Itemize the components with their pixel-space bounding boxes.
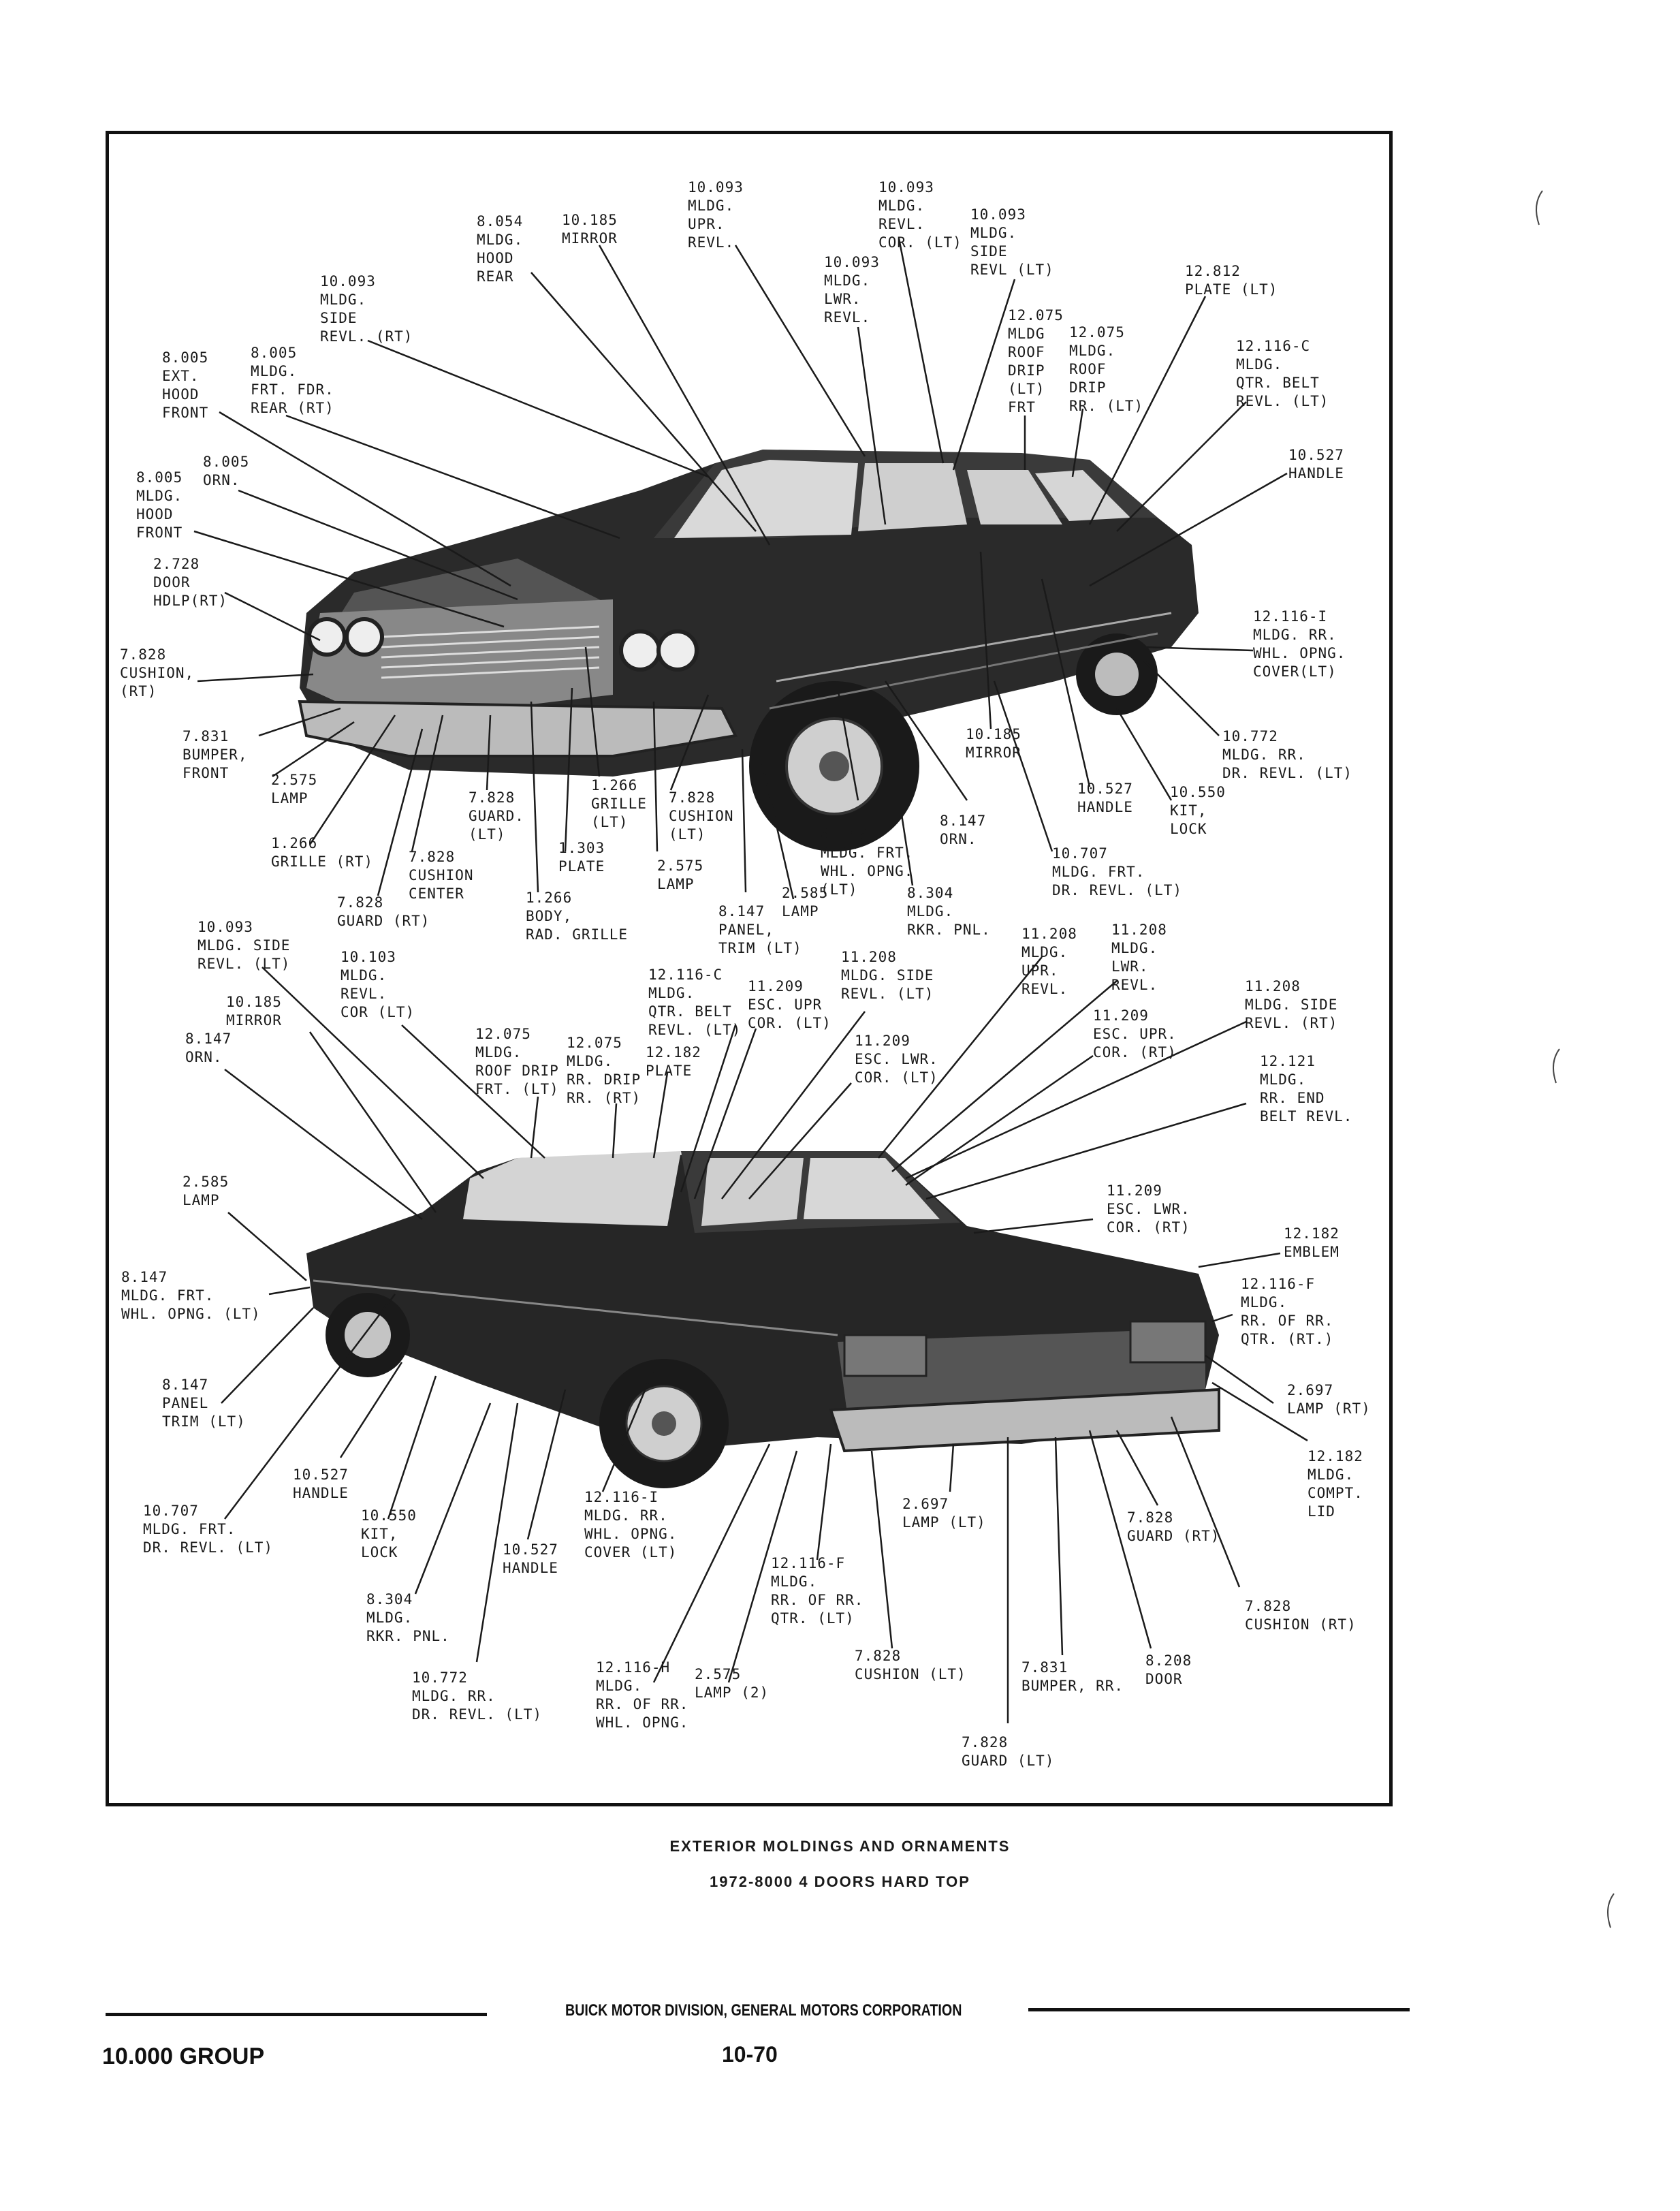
front-car-illustration [298, 450, 1199, 851]
figure-caption-title: EXTERIOR MOLDINGS AND ORNAMENTS [669, 1838, 1011, 1855]
footer-page-number: 10-70 [722, 2042, 778, 2067]
footer-corporation: BUICK MOTOR DIVISION, GENERAL MOTORS COR… [565, 2001, 962, 2020]
leader-lines [193, 238, 1308, 1723]
diagram-frame [106, 131, 1393, 1806]
rear-car-illustration [306, 1151, 1220, 1488]
footer-rule-right [1028, 2008, 1410, 2011]
footer-group: 10.000 GROUP [102, 2043, 265, 2069]
figure-caption-subtitle: 1972-8000 4 DOORS HARD TOP [710, 1873, 970, 1890]
footer-rule-left [106, 2013, 487, 2016]
